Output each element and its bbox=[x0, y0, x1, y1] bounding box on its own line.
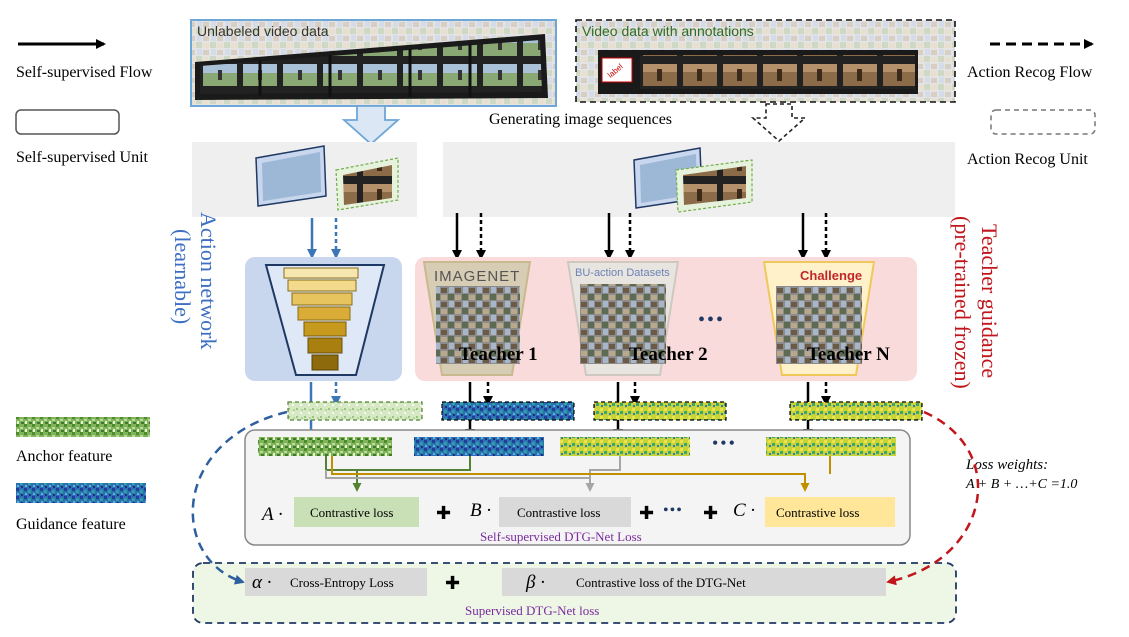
loss-dots: ••• bbox=[663, 502, 683, 519]
unlabeled-down-arrow bbox=[341, 105, 401, 146]
t1-guidance-feature-solid bbox=[414, 437, 544, 456]
action-network-side-label: Action network bbox=[196, 212, 221, 349]
tn-guidance-feature-solid bbox=[766, 437, 896, 456]
unlabeled-video-title: Unlabeled video data bbox=[197, 23, 329, 39]
svg-text:(pre-trained frozen): (pre-trained frozen) bbox=[950, 216, 975, 389]
teachers-to-supervised-curve bbox=[886, 410, 980, 586]
self-unit-legend-label: Self-supervised Unit bbox=[16, 149, 149, 166]
cross-entropy-label: Cross-Entropy Loss bbox=[290, 575, 394, 590]
dtg-contrastive-label: Contrastive loss of the DTG-Net bbox=[576, 575, 746, 590]
self-sequence-frames bbox=[255, 145, 399, 211]
svg-text:(learnable): (learnable) bbox=[170, 229, 195, 324]
weight-b: B · bbox=[470, 500, 491, 521]
unlabeled-video-panel: Unlabeled video data bbox=[190, 19, 557, 107]
dtg-contrastive-box bbox=[502, 568, 886, 596]
t2-guidance-feature-solid bbox=[560, 437, 690, 456]
loss-c-box bbox=[765, 497, 895, 527]
anchor-feature-label: Anchor feature bbox=[16, 448, 112, 465]
anchor-feature-solid bbox=[258, 437, 392, 456]
loss-connector-lines bbox=[325, 456, 831, 492]
svg-text:Teacher guidance: Teacher guidance bbox=[977, 224, 1002, 378]
teacher-2-network: BU-action Datasets bbox=[566, 261, 680, 376]
loss-weights-title: Loss weights: bbox=[965, 457, 1048, 473]
action-unit-legend-box bbox=[990, 109, 1096, 135]
self-unit-legend-box bbox=[15, 109, 120, 135]
self-flow-legend-label: Self-supervised Flow bbox=[16, 64, 153, 81]
imagenet-logo: IMAGENET bbox=[434, 268, 520, 285]
teacher-2-label: Teacher 2 bbox=[629, 344, 708, 365]
weight-c: C · bbox=[733, 500, 755, 521]
teacher-1-network: IMAGENET bbox=[422, 261, 532, 376]
loss-c-label: Contrastive loss bbox=[776, 505, 859, 520]
network-to-supervised-curve bbox=[191, 410, 288, 585]
action-anchor-feature-dashed bbox=[287, 401, 423, 421]
challenge-logo: Challenge bbox=[800, 268, 862, 283]
feature-dots: ••• bbox=[712, 433, 737, 453]
teacher-frozen-side-label: (pre-trained frozen) bbox=[950, 216, 975, 389]
alpha-label: α · bbox=[252, 572, 271, 593]
teacher-n-network: Challenge bbox=[762, 261, 876, 376]
annotated-video-panel: label Video data with annotations bbox=[575, 19, 956, 103]
loss-weights-equation: A + B + …+C =1.0 bbox=[965, 477, 1077, 492]
guidance-feature-label: Guidance feature bbox=[16, 516, 126, 533]
action-sequence-frames bbox=[633, 147, 753, 213]
self-supervised-loss-caption: Self-supervised DTG-Net Loss bbox=[480, 529, 642, 544]
annotated-down-arrow bbox=[750, 103, 808, 143]
bu-action-logo: BU-action Datasets bbox=[575, 267, 670, 279]
loss-b-box bbox=[499, 497, 631, 527]
action-network-learnable-label: (learnable) bbox=[170, 229, 195, 324]
action-network-icon bbox=[264, 264, 386, 376]
teacher-dots: ••• bbox=[698, 309, 725, 331]
tn-guidance-feature-dashed bbox=[789, 401, 923, 421]
svg-text:Action network: Action network bbox=[196, 212, 221, 349]
cross-entropy-box bbox=[245, 568, 427, 596]
t1-guidance-feature-dashed bbox=[441, 401, 575, 421]
anchor-feature-swatch bbox=[16, 417, 150, 437]
annotated-video-title: Video data with annotations bbox=[582, 23, 754, 39]
action-flow-legend-label: Action Recog Flow bbox=[967, 64, 1093, 81]
teacher-1-label: Teacher 1 bbox=[459, 344, 538, 365]
teacher-n-label: Teacher N bbox=[807, 344, 890, 365]
loss-b-label: Contrastive loss bbox=[517, 505, 600, 520]
plus-1: ✚ bbox=[436, 503, 451, 523]
generating-sequences-label: Generating image sequences bbox=[489, 111, 672, 128]
plus-2: ✚ bbox=[639, 503, 654, 523]
plus-supervised: ✚ bbox=[445, 573, 460, 593]
weight-a: A · bbox=[260, 504, 283, 525]
t2-guidance-feature-dashed bbox=[593, 401, 727, 421]
beta-label: β · bbox=[525, 572, 545, 593]
guidance-feature-swatch bbox=[16, 483, 146, 503]
teacher-guidance-side-label: Teacher guidance bbox=[977, 224, 1002, 378]
supervised-loss-caption: Supervised DTG-Net loss bbox=[465, 603, 599, 618]
loss-a-label: Contrastive loss bbox=[310, 505, 393, 520]
loss-a-box bbox=[294, 497, 419, 527]
action-unit-legend-label: Action Recog Unit bbox=[967, 151, 1088, 168]
plus-3: ✚ bbox=[703, 503, 718, 523]
